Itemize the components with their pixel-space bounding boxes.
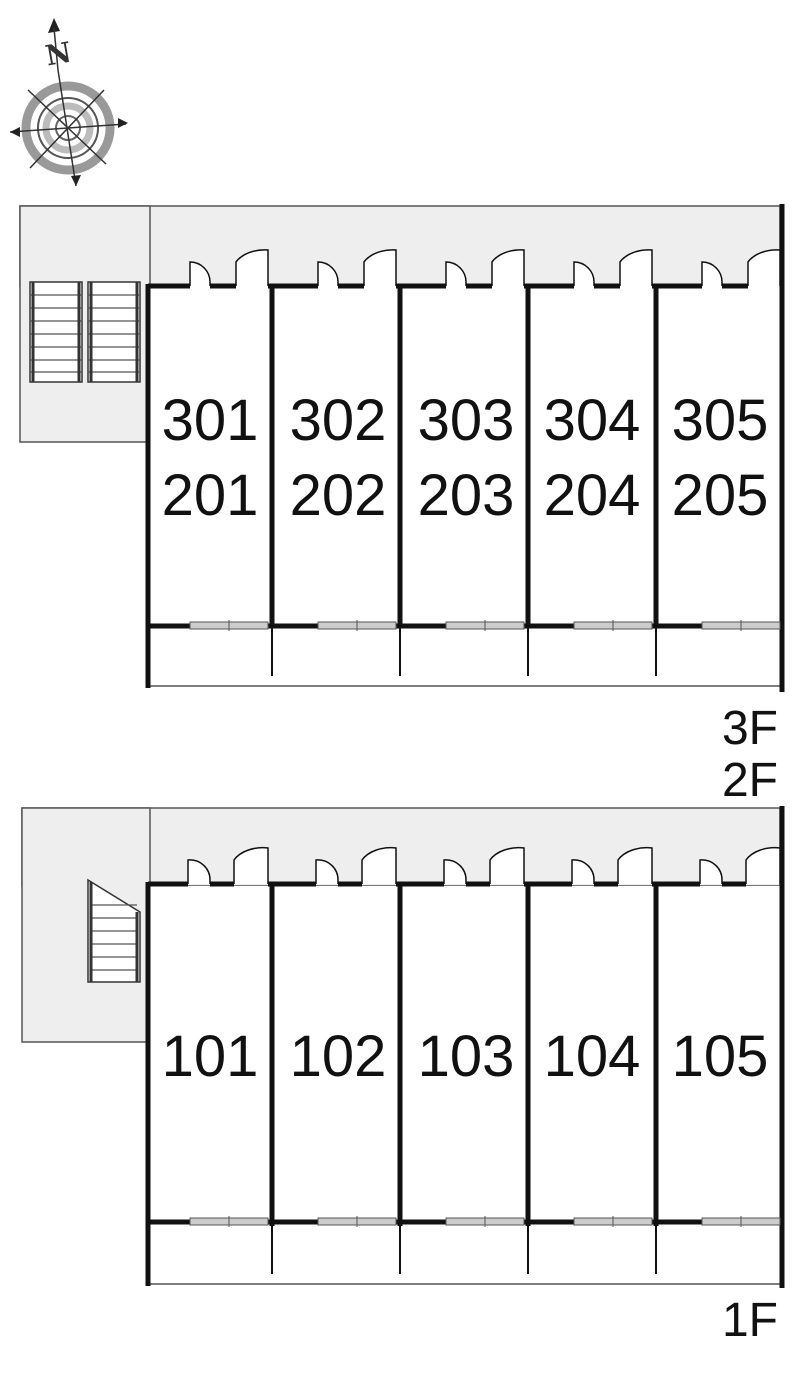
unit-number: 103: [418, 1024, 515, 1089]
unit-number: 201: [162, 463, 259, 528]
upper-floor-block: 301 201 302 202 303 203 304 204 305 205 …: [19, 204, 785, 807]
unit-number: 305: [672, 388, 769, 453]
floor-label-1f: 1F: [722, 1294, 778, 1347]
unit-number: 301: [162, 388, 259, 453]
lower-doors: [187, 846, 781, 884]
lower-unit-numbers: 101 102 103 104 105: [162, 1024, 769, 1089]
unit-number: 102: [290, 1024, 387, 1089]
unit-number: 303: [418, 388, 515, 453]
upper-party-walls: [145, 204, 785, 692]
unit-number: 204: [544, 463, 641, 528]
unit-number: 304: [544, 388, 641, 453]
unit-number: 105: [672, 1024, 769, 1089]
unit-number: 302: [290, 388, 387, 453]
lower-rear-wall: [148, 1216, 781, 1227]
lower-party-walls: [145, 806, 785, 1288]
floor-label-3f: 3F: [722, 702, 778, 755]
double-staircase-icon: [29, 281, 141, 383]
upper-unit-numbers: 301 201 302 202 303 203 304 204 305 205: [162, 388, 769, 528]
lower-floor-block: 101 102 103 104 105 1F: [21, 806, 785, 1347]
unit-number: 104: [544, 1024, 641, 1089]
unit-number: 205: [672, 463, 769, 528]
compass-north-label: N: [43, 36, 74, 73]
upper-rear-wall: [148, 620, 781, 631]
upper-doors: [189, 249, 781, 286]
lower-balcony: [148, 1224, 780, 1285]
unit-number: 101: [162, 1024, 259, 1089]
single-staircase-icon: [87, 878, 141, 983]
unit-number: 203: [418, 463, 515, 528]
unit-number: 202: [290, 463, 387, 528]
floor-label-2f: 2F: [722, 754, 778, 807]
compass-rose-icon: N: [9, 18, 128, 187]
upper-balcony: [148, 626, 780, 687]
